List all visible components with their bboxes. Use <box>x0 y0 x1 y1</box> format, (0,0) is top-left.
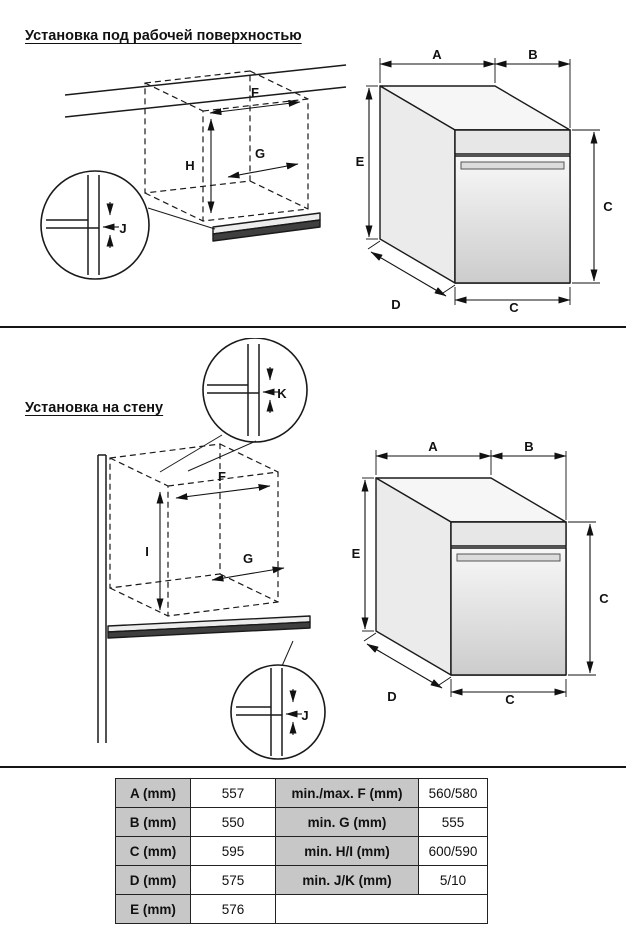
wall-lines <box>97 454 107 743</box>
leader-line <box>281 640 294 667</box>
leader-line <box>147 207 216 230</box>
table-empty-cell <box>275 894 488 924</box>
dim-label-b: B <box>524 440 533 454</box>
wall-oven-diagram: A B E C D C <box>352 440 610 705</box>
dim-label-c: C <box>599 591 609 606</box>
dim-C-bottom: C <box>454 287 571 313</box>
dim-label-f: F <box>218 469 226 484</box>
dim-A: A <box>379 48 496 83</box>
dim-label-g: G <box>243 551 253 566</box>
under-worktop-oven-diagram: A B E C D C <box>356 48 614 313</box>
oven-body <box>379 85 571 284</box>
dim-B: B <box>490 440 567 520</box>
dim-B: B <box>494 48 571 128</box>
dim-G: G <box>227 146 299 179</box>
oven-handle <box>460 161 565 170</box>
dim-G: G <box>211 551 285 582</box>
table-label-cell: A (mm) <box>115 778 191 808</box>
dim-label-h: H <box>185 158 194 173</box>
dim-label-d: D <box>387 689 396 704</box>
table-value-cell: 550 <box>190 807 276 837</box>
shelf <box>107 615 311 639</box>
dim-D: D <box>363 632 452 704</box>
section-title-under-worktop: Установка под рабочей поверхностью <box>25 28 302 44</box>
dim-label-b: B <box>528 48 537 62</box>
dim-label-j: J <box>301 708 308 723</box>
table-label-cell: D (mm) <box>115 865 191 895</box>
dim-H: H <box>185 118 215 214</box>
niche-dashed-box <box>109 443 279 617</box>
dimensions-table: A (mm) 557 min./max. F (mm) 560/580 B (m… <box>115 778 488 924</box>
dim-label-e: E <box>356 154 365 169</box>
table-label-cell: min. H/I (mm) <box>275 836 419 866</box>
dim-F: F <box>209 85 301 116</box>
dim-label-j: J <box>119 221 126 236</box>
dim-label-a: A <box>428 440 438 454</box>
table-row: C (mm) 595 min. H/I (mm) 600/590 <box>115 836 488 866</box>
dim-label-e: E <box>352 546 361 561</box>
table-value-cell: 575 <box>190 865 276 895</box>
table-value-cell: 560/580 <box>418 778 488 808</box>
dim-label-a: A <box>432 48 442 62</box>
plinth <box>212 212 321 242</box>
table-row: B (mm) 550 min. G (mm) 555 <box>115 807 488 837</box>
table-row: D (mm) 575 min. J/K (mm) 5/10 <box>115 865 488 895</box>
table-value-cell: 557 <box>190 778 276 808</box>
section-divider-1 <box>0 326 626 328</box>
table-value-cell: 600/590 <box>418 836 488 866</box>
table-label-cell: min./max. F (mm) <box>275 778 419 808</box>
table-label-cell: C (mm) <box>115 836 191 866</box>
dim-C-bottom: C <box>450 679 567 705</box>
dim-label-c2: C <box>509 300 519 313</box>
table-label-cell: B (mm) <box>115 807 191 837</box>
leader-line <box>187 440 257 472</box>
dim-A: A <box>375 440 492 475</box>
dim-label-i: I <box>145 544 149 559</box>
detail-circle-J: J <box>40 170 150 280</box>
dim-label-k: K <box>277 386 287 401</box>
dim-label-c: C <box>603 199 613 214</box>
dim-C-right: C <box>568 521 609 676</box>
oven-body <box>375 477 567 676</box>
table-label-cell: E (mm) <box>115 894 191 924</box>
dim-label-d: D <box>391 297 400 312</box>
section-title-wall-mount: Установка на стену <box>25 400 164 416</box>
dim-D: D <box>367 240 456 312</box>
table-value-cell: 595 <box>190 836 276 866</box>
dim-label-c2: C <box>505 692 515 705</box>
table-value-cell: 5/10 <box>418 865 488 895</box>
table-label-cell: min. G (mm) <box>275 807 419 837</box>
under-worktop-cabinet-diagram: F H G J <box>40 64 347 280</box>
table-value-cell: 555 <box>418 807 488 837</box>
dim-E: E <box>352 477 374 632</box>
section-divider-2 <box>0 766 626 768</box>
leader-line <box>159 434 223 473</box>
dim-C-right: C <box>572 129 613 284</box>
dim-label-f: F <box>251 85 259 100</box>
dim-E: E <box>356 85 378 240</box>
table-row: A (mm) 557 min./max. F (mm) 560/580 <box>115 778 488 808</box>
wall-cabinet-diagram: K F I G <box>97 338 326 760</box>
detail-circle-J: J <box>230 664 326 760</box>
table-row: E (mm) 576 <box>115 894 488 924</box>
dim-F: F <box>175 469 271 501</box>
oven-handle <box>456 553 561 562</box>
table-label-cell: min. J/K (mm) <box>275 865 419 895</box>
dim-I: I <box>145 491 164 611</box>
table-value-cell: 576 <box>190 894 276 924</box>
dim-label-g: G <box>255 146 265 161</box>
worktop-lines <box>64 64 347 118</box>
detail-circle-K: K <box>202 338 308 443</box>
